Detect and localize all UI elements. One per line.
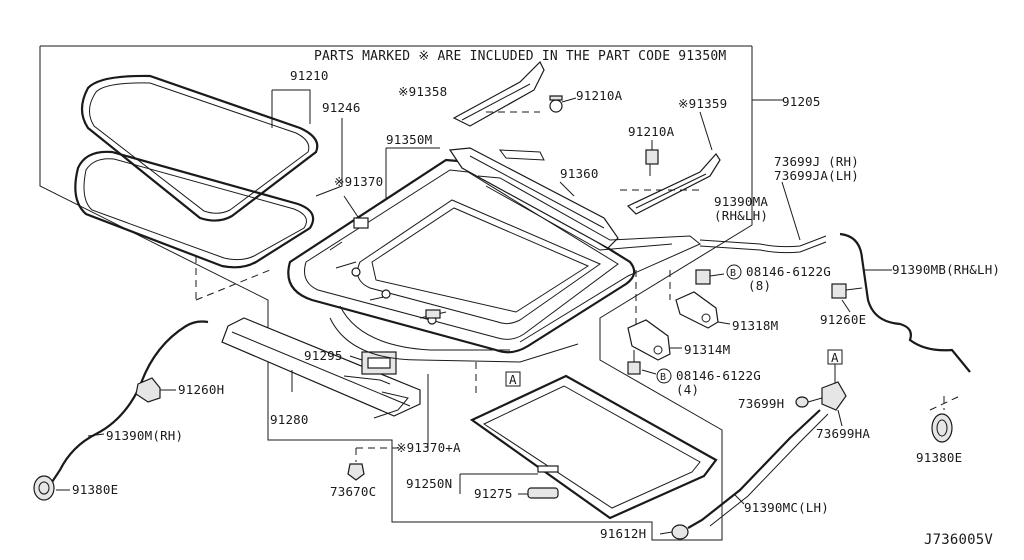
leader bbox=[315, 118, 343, 197]
ref-box-a-2-text: A bbox=[831, 350, 839, 365]
bolt-mark-lower bbox=[656, 368, 672, 384]
shade-panel-91250n bbox=[469, 374, 718, 520]
label-91250n: 91250N bbox=[406, 476, 452, 491]
label-08146-lower: 08146-6122G bbox=[676, 368, 761, 383]
dash-guide bbox=[195, 269, 271, 301]
label-73670c: 73670C bbox=[330, 484, 376, 499]
leader bbox=[559, 181, 575, 197]
guide-91358 bbox=[452, 60, 545, 127]
label-91360: 91360 bbox=[560, 166, 599, 181]
label-91358: ※91358 bbox=[398, 84, 447, 99]
label-08146-upper-qty: (8) bbox=[748, 278, 771, 293]
dash-guide bbox=[929, 395, 961, 411]
diagram-code: J736005V bbox=[924, 532, 993, 548]
clip-91260h bbox=[135, 377, 161, 403]
motor-harness bbox=[343, 375, 391, 385]
label-91210a-lower: 91210A bbox=[628, 124, 675, 139]
clip-73670c bbox=[347, 463, 365, 481]
leader bbox=[561, 97, 577, 103]
label-91370a: ※91370+A bbox=[396, 440, 461, 455]
sunroof-frame bbox=[287, 158, 636, 354]
leader bbox=[781, 181, 801, 241]
label-91612h: 91612H bbox=[600, 526, 646, 541]
leader bbox=[717, 321, 731, 325]
leader bbox=[699, 111, 713, 151]
handle-91275 bbox=[527, 487, 559, 499]
label-73699h: 73699H bbox=[738, 396, 784, 411]
drain-hose-91390ma bbox=[699, 235, 827, 254]
label-91314m: 91314M bbox=[684, 342, 730, 357]
bolt-91210a-lower bbox=[645, 149, 659, 176]
label-08146-lower-qty: (4) bbox=[676, 382, 699, 397]
label-91390m-rh: 91390M(RH) bbox=[106, 428, 183, 443]
glass-weatherstrip bbox=[74, 150, 315, 269]
guide-91359 bbox=[626, 153, 721, 215]
bolt-mark-upper-text: B bbox=[730, 268, 736, 279]
label-91318m: 91318M bbox=[732, 318, 778, 333]
drive-cable-inner bbox=[339, 305, 510, 351]
label-73699ja: 73699JA(LH) bbox=[774, 168, 859, 183]
ref-box-a-1 bbox=[505, 371, 521, 387]
grommet-91612h bbox=[671, 524, 689, 540]
label-91380e-lh: 91380E bbox=[72, 482, 118, 497]
label-91295: 91295 bbox=[304, 348, 343, 363]
leader bbox=[272, 89, 311, 124]
label-91390mb: 91390MB(RH&LH) bbox=[892, 262, 1000, 277]
leader bbox=[659, 531, 673, 535]
label-91260h: 91260H bbox=[178, 382, 224, 397]
label-91390ma: 91390MA bbox=[714, 194, 768, 209]
label-91370: ※91370 bbox=[334, 174, 383, 189]
label-91246: 91246 bbox=[322, 100, 361, 115]
clip-91260e bbox=[831, 283, 863, 299]
label-91390ma-sub: (RH&LH) bbox=[714, 208, 768, 223]
label-91350m: 91350M bbox=[386, 132, 432, 147]
bolt-08146-lower bbox=[627, 350, 641, 375]
leader bbox=[349, 355, 363, 361]
label-08146-upper: 08146-6122G bbox=[746, 264, 831, 279]
front-rail bbox=[448, 147, 619, 249]
leader bbox=[837, 409, 843, 427]
clip-91370 bbox=[353, 217, 369, 229]
bolt-mark-lower-text: B bbox=[660, 372, 666, 383]
grommet-91380e-rh bbox=[931, 413, 953, 443]
label-91210a-upper: 91210A bbox=[576, 88, 623, 103]
drain-hose-91390m-rh bbox=[51, 320, 209, 483]
leader bbox=[841, 299, 851, 313]
clip-73699h bbox=[795, 396, 823, 408]
bolt-mark-upper bbox=[726, 264, 742, 280]
grommet-91380e-lh bbox=[33, 475, 55, 501]
leader bbox=[733, 493, 745, 505]
label-91210: 91210 bbox=[290, 68, 329, 83]
drain-hose-91390mc bbox=[687, 409, 829, 529]
connector-73699ha bbox=[821, 381, 847, 411]
bolt-91210a-upper bbox=[549, 95, 563, 113]
label-91359: ※91359 bbox=[678, 96, 727, 111]
side-rail-rh bbox=[477, 175, 701, 343]
link-91318m bbox=[675, 291, 719, 329]
motor-harness bbox=[373, 391, 409, 419]
label-91380e-rh: 91380E bbox=[916, 450, 962, 465]
sunshade-91280 bbox=[221, 317, 421, 417]
drain-hose-91390mb bbox=[839, 232, 971, 373]
leader bbox=[641, 369, 657, 375]
label-91280: 91280 bbox=[270, 412, 309, 427]
leader bbox=[343, 195, 361, 221]
leader bbox=[87, 433, 105, 437]
bolt-08146-upper bbox=[695, 269, 725, 285]
label-73699j: 73699J (RH) bbox=[774, 154, 859, 169]
parts-note: PARTS MARKED ※ ARE INCLUDED IN THE PART … bbox=[314, 49, 726, 64]
label-91260e: 91260E bbox=[820, 312, 866, 327]
label-91390mc: 91390MC(LH) bbox=[744, 500, 829, 515]
ref-box-a-1-text: A bbox=[509, 372, 517, 387]
label-91205: 91205 bbox=[782, 94, 821, 109]
drive-cable bbox=[329, 317, 579, 363]
label-73699ha: 73699HA bbox=[816, 426, 870, 441]
glass-panel bbox=[80, 74, 319, 222]
assembly-bracket-outline bbox=[39, 46, 784, 541]
label-91275: 91275 bbox=[474, 486, 513, 501]
link-91314m bbox=[627, 319, 671, 361]
